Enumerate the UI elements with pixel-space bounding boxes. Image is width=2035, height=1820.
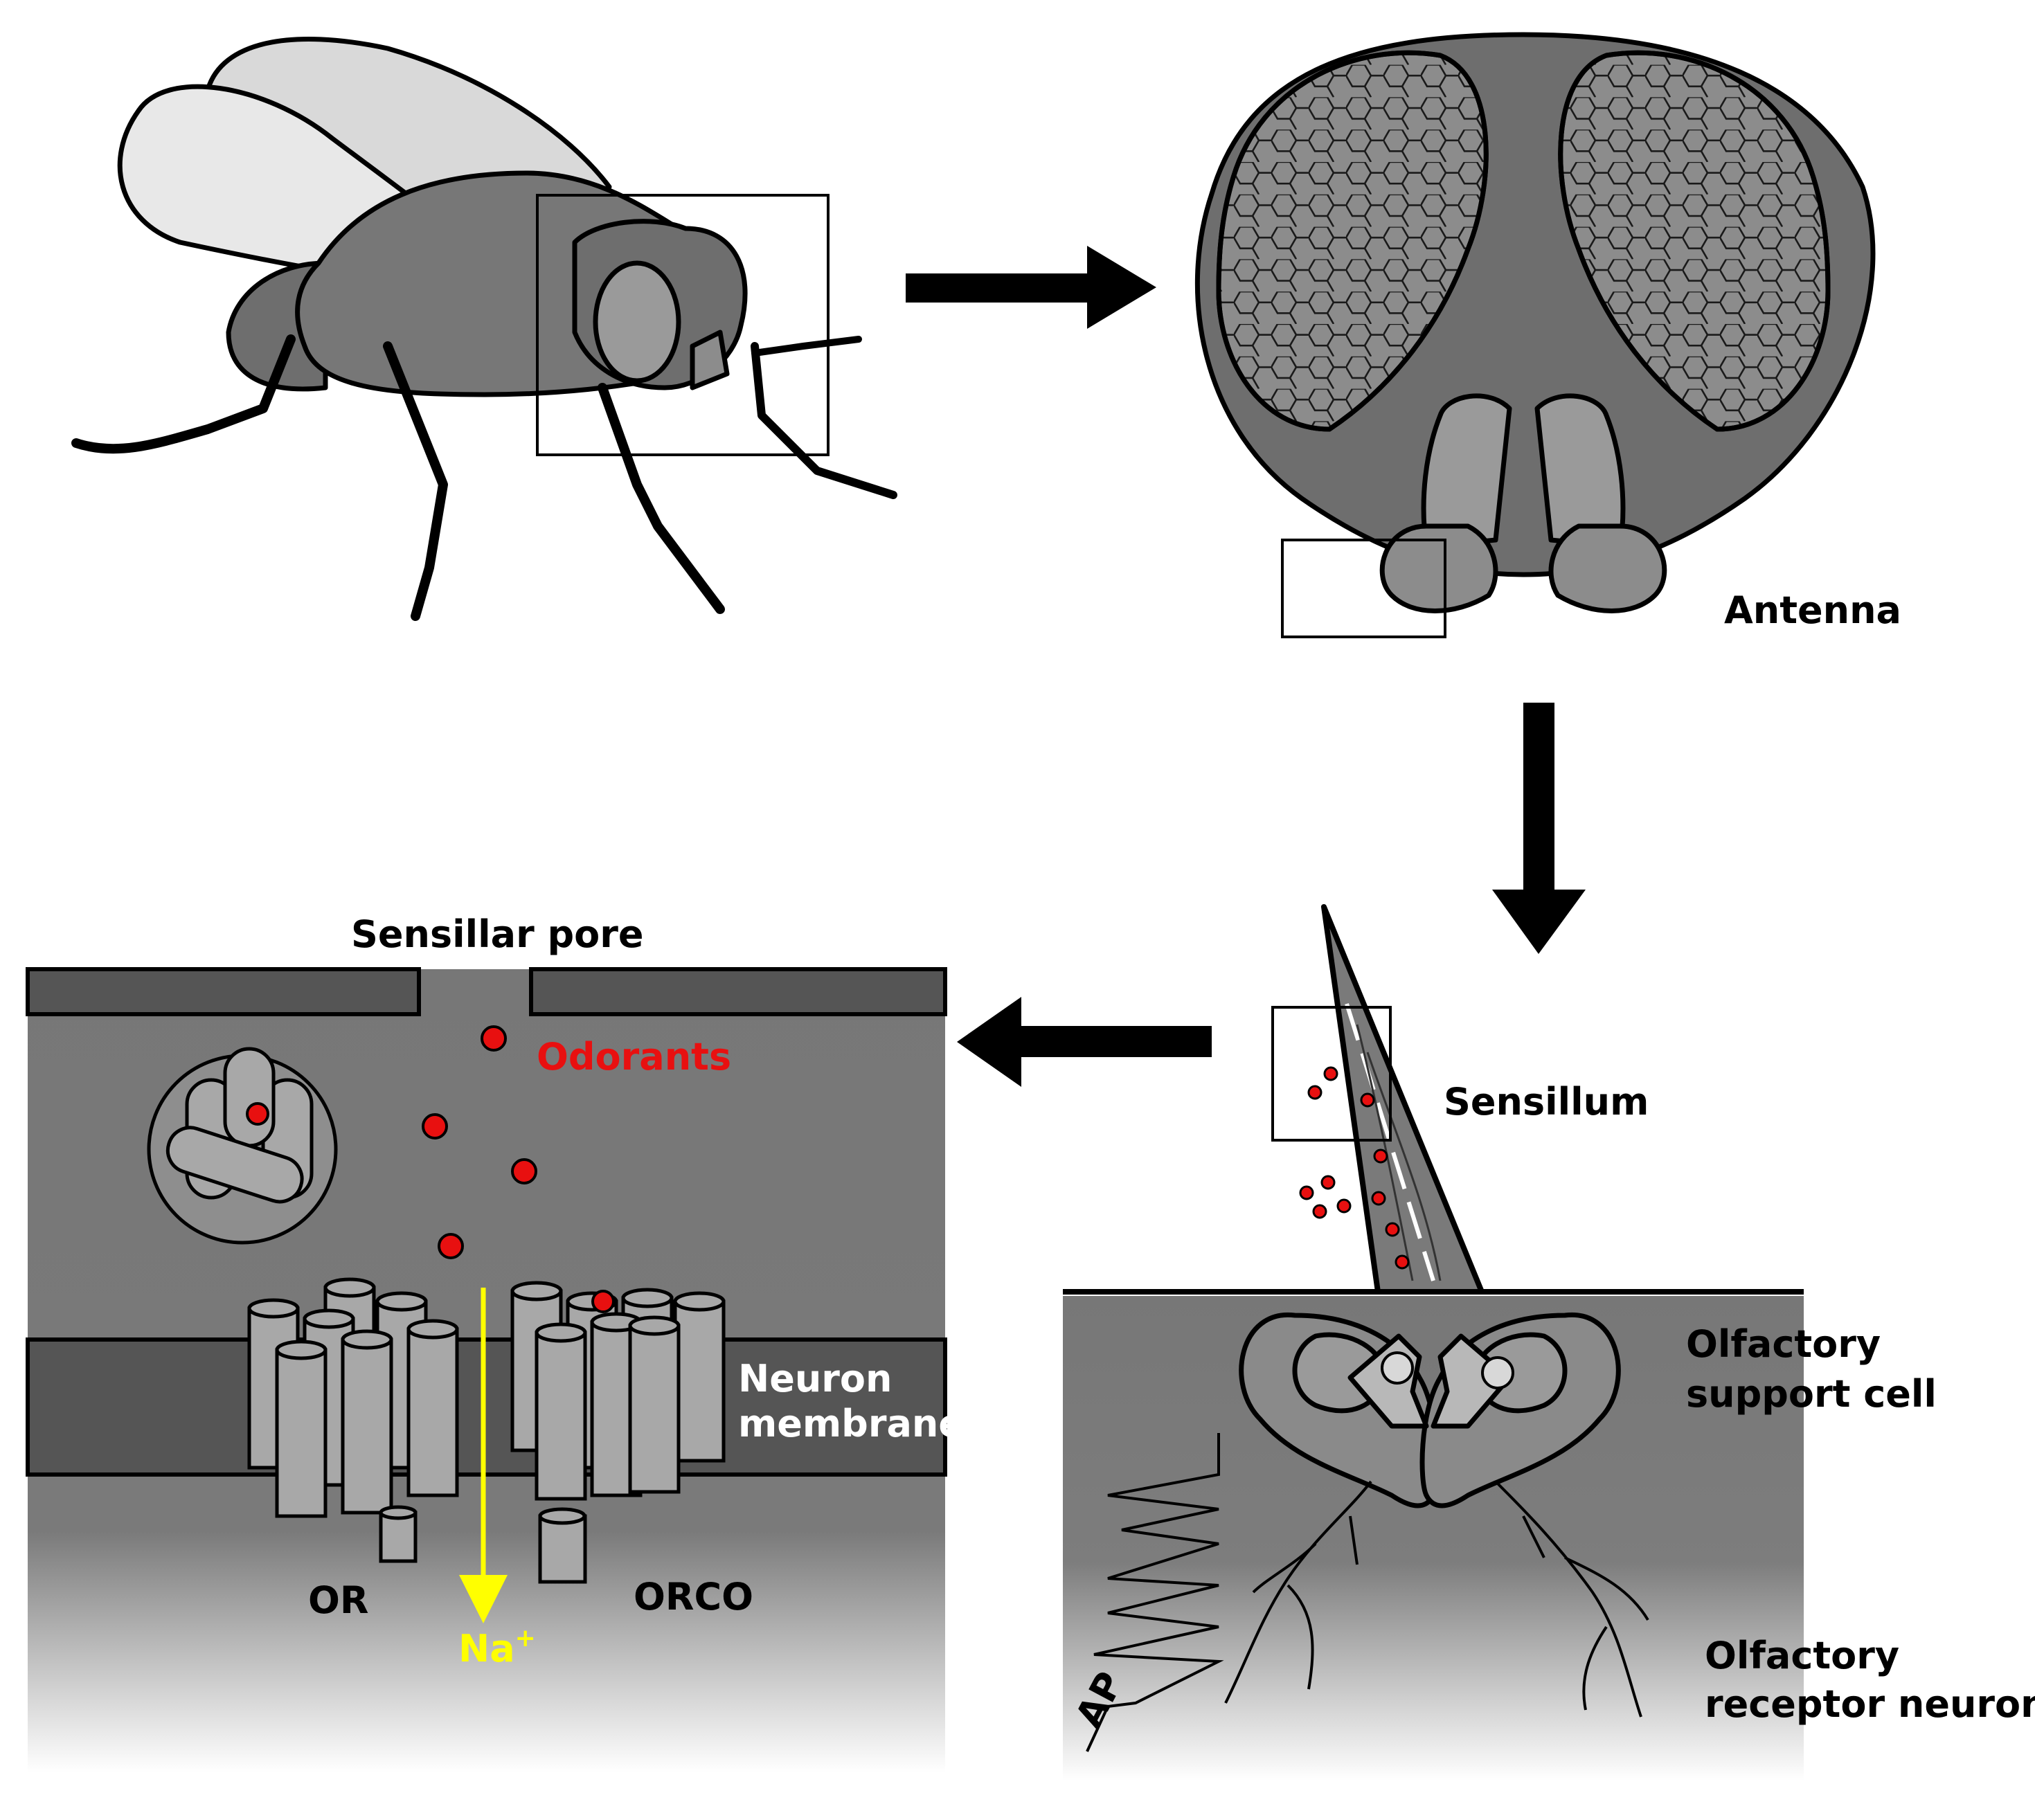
- antenna-zoom-box: [1281, 539, 1446, 638]
- arrow-down-icon: [1492, 703, 1586, 954]
- fly-head-zoom-box: [536, 194, 830, 456]
- sodium-label: Na+: [458, 1624, 536, 1670]
- or-label: OR: [308, 1578, 369, 1622]
- sensillum-zoom-box: [1271, 1006, 1392, 1142]
- orco-label: ORCO: [634, 1575, 753, 1619]
- sensillum-panel: [1063, 904, 1804, 1781]
- membrane-odorants: [246, 1025, 615, 1313]
- neuron-membrane-label-line1: Neuron: [738, 1357, 892, 1400]
- sensillum-odorants: [1299, 1066, 1410, 1270]
- support-cell-label-line1: Olfactory: [1686, 1322, 1881, 1366]
- fly-illustration: [71, 37, 897, 621]
- sodium-label-text: Na: [458, 1627, 515, 1670]
- sodium-label-superscript: +: [515, 1624, 536, 1652]
- fly-head-front-view: [1194, 32, 1876, 613]
- arrow-right-icon: [906, 246, 1156, 329]
- sensillum-label: Sensillum: [1444, 1080, 1649, 1124]
- neuron-membrane-label-line2: membrane: [738, 1402, 964, 1445]
- antenna-label: Antenna: [1724, 588, 1901, 632]
- support-cell-label-line2: support cell: [1686, 1372, 1937, 1416]
- odorants-label: Odorants: [537, 1035, 731, 1079]
- membrane-panel: [26, 967, 947, 1772]
- arrow-left-icon: [957, 997, 1212, 1087]
- receptor-neuron-label-line2: receptor neuron: [1705, 1682, 2035, 1726]
- sensillar-pore-label: Sensillar pore: [351, 912, 644, 956]
- receptor-neuron-label-line1: Olfactory: [1705, 1634, 1899, 1677]
